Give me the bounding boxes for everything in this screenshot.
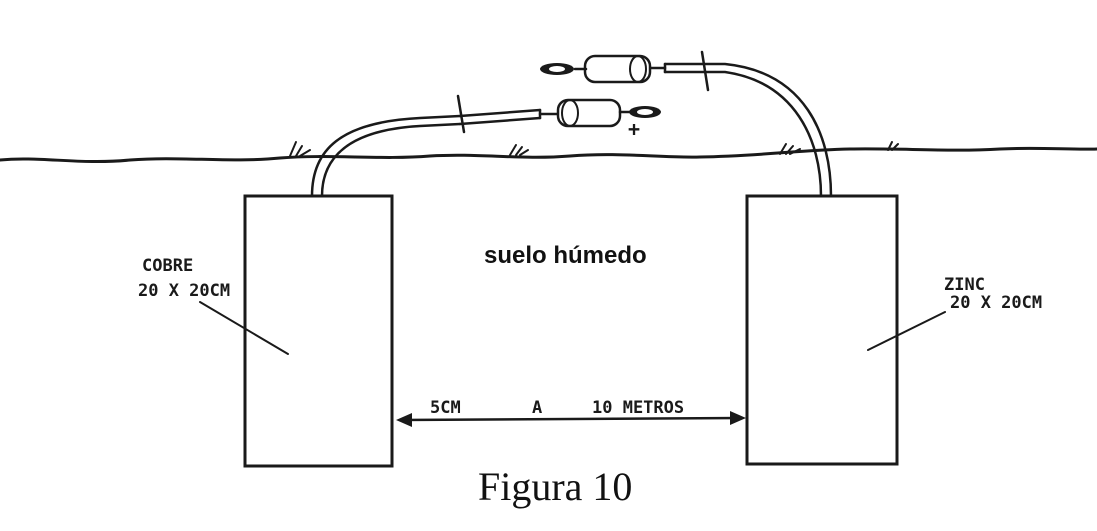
zinc-leader-line (867, 311, 946, 351)
figure-caption: Figura 10 (478, 464, 632, 509)
zinc-material-label: ZINC (944, 275, 985, 295)
plus-sign: + (628, 117, 640, 141)
distance-arrow (396, 411, 746, 427)
soil-label: suelo húmedo (484, 242, 647, 269)
copper-plate (243, 194, 394, 468)
grass-tuft-4 (887, 141, 899, 151)
copper-size-label: 20 X 20CM (138, 281, 230, 301)
zinc-plug-connector (540, 54, 667, 84)
distance-max-label: 10 METROS (592, 398, 684, 418)
zinc-size-label: 20 X 20CM (950, 293, 1042, 313)
zinc-wire (663, 62, 833, 198)
copper-material-label: COBRE (142, 256, 193, 276)
copper-leader-line (199, 301, 289, 355)
zinc-wire-break-mark (700, 50, 710, 92)
ground-surface-line (0, 146, 1097, 164)
grass-tuft-1 (289, 141, 311, 157)
copper-wire (310, 108, 542, 198)
copper-plug-connector (538, 98, 661, 128)
distance-min-label: 5CM (430, 398, 461, 418)
copper-wire-break-mark (456, 94, 466, 134)
grass-tuft-3 (779, 143, 801, 155)
zinc-plate (745, 194, 899, 466)
grass-tuft-2 (509, 144, 529, 156)
distance-connector-label: A (532, 398, 542, 418)
